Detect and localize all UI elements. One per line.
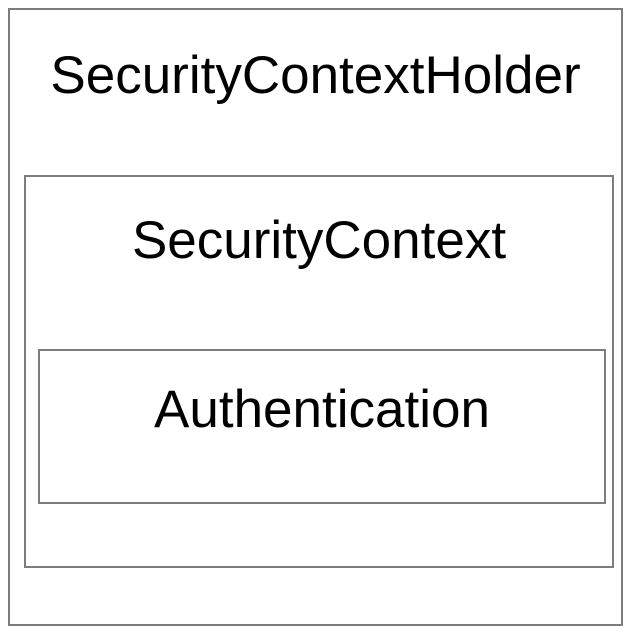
box-security-context[interactable]: SecurityContext Authentication: [24, 175, 614, 568]
label-security-context: SecurityContext: [131, 211, 507, 270]
label-authentication: Authentication: [154, 380, 490, 439]
box-security-context-holder[interactable]: SecurityContextHolder SecurityContext Au…: [8, 8, 623, 626]
box-authentication[interactable]: Authentication: [38, 349, 606, 504]
label-security-context-holder: SecurityContextHolder: [50, 46, 581, 105]
